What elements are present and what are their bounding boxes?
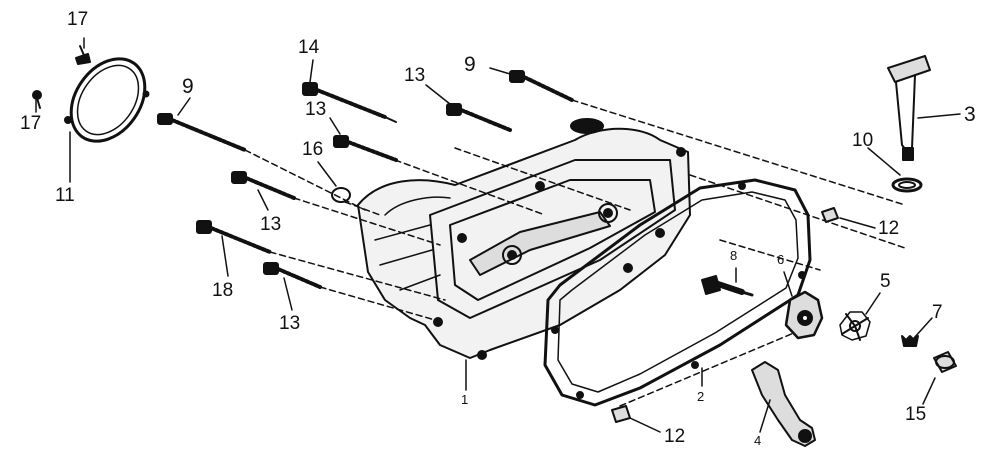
alignment-lines [244,99,906,407]
callout-4: 4 [754,433,762,448]
leader-lines [35,37,961,433]
callout-7: 7 [932,302,943,323]
screw-17-top [75,45,91,65]
callout-6: 6 [777,252,785,267]
callout-13-c: 13 [260,214,282,235]
callout-9-right: 9 [464,53,476,76]
screw-17-left [32,90,42,109]
callout-17-left: 17 [20,113,42,134]
callout-10: 10 [852,130,874,151]
cap-15 [933,351,957,373]
bolt-13-b [333,135,398,162]
cover-ring-part [64,57,150,143]
callout-1: 1 [461,392,469,407]
crankcase-cover-part [357,118,691,360]
bolt-13-c [231,171,296,200]
dipstick-part [887,55,931,161]
bolt-14 [302,82,397,123]
callout-16: 16 [302,139,324,160]
bolt-13-a [446,103,512,132]
cam-plate-6 [784,290,824,340]
kick-lever-4 [751,361,816,447]
washer-10 [891,177,923,193]
o-ring-16 [331,187,351,203]
rotor-5 [839,311,871,341]
callout-2: 2 [697,389,705,404]
bolt-9-right [509,70,574,102]
bolt-18 [196,220,272,254]
callout-5: 5 [880,271,891,292]
shaft-bolt-8 [701,275,754,297]
callout-3: 3 [964,103,976,126]
callout-18: 18 [212,280,234,301]
callout-8: 8 [730,248,738,263]
callout-13-b: 13 [305,99,327,120]
callout-11: 11 [55,185,75,206]
dowel-12-right [821,207,839,223]
callout-9-left: 9 [182,75,194,98]
gasket-part [543,178,812,407]
dowel-12-bottom [611,405,631,423]
bolt-9-left [157,113,247,152]
callout-13-d: 13 [279,313,301,334]
bolt-13-d [263,262,322,289]
spring-7 [901,335,919,347]
callout-12-bottom: 12 [664,426,686,447]
callout-13-a: 13 [404,65,426,86]
callout-17-top: 17 [67,9,89,30]
callout-15: 15 [905,404,927,425]
callout-14: 14 [298,37,320,58]
callout-12-right: 12 [878,218,900,239]
